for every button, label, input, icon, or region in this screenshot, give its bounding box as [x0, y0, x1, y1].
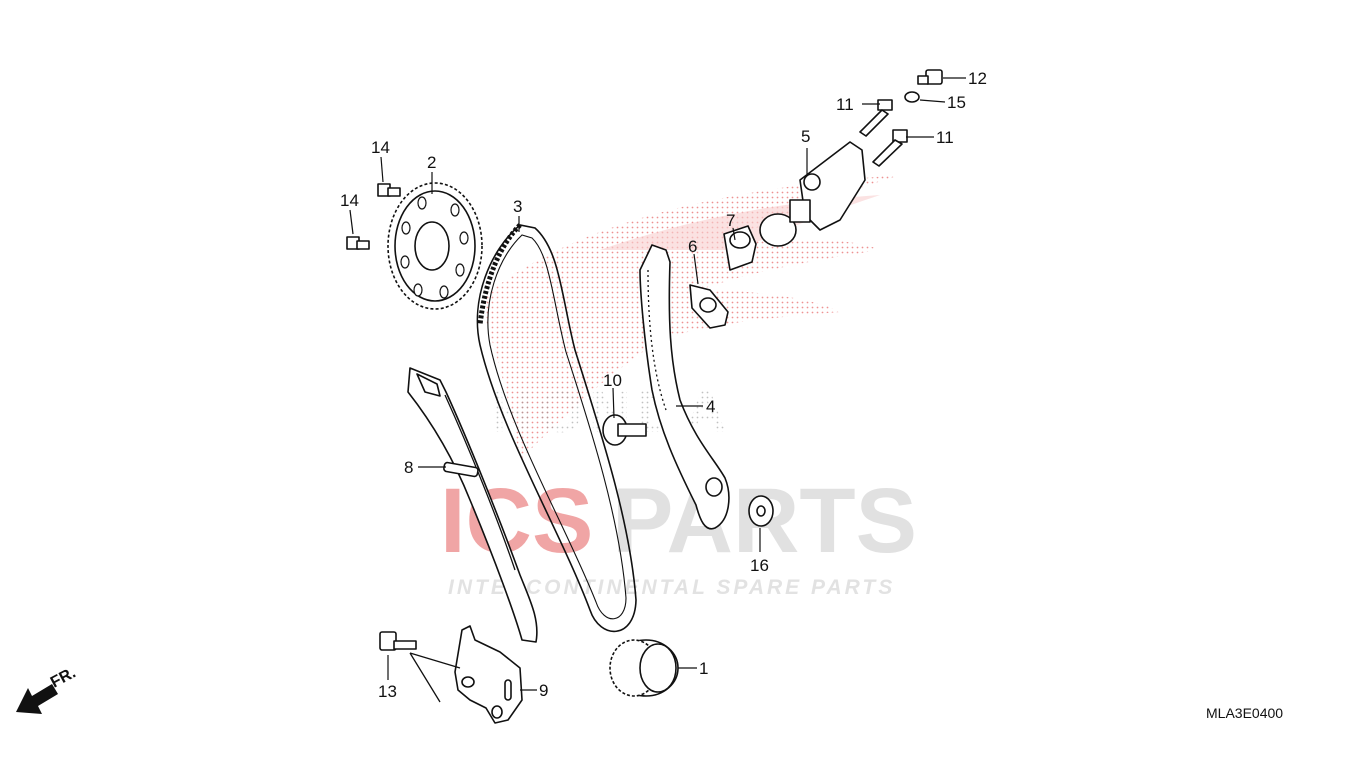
sealing-washer-part [904, 91, 920, 103]
callout-14-lower: 14 [340, 191, 359, 210]
callout-13: 13 [378, 682, 397, 701]
cam-chain-guide-part [407, 367, 538, 643]
diagram-code: MLA3E0400 [1206, 705, 1283, 721]
callout-2: 2 [427, 153, 436, 172]
callout-1: 1 [699, 659, 708, 678]
tensioner-arm-part [639, 244, 730, 530]
leader-lines [349, 77, 966, 691]
front-direction-indicator: FR. [16, 664, 79, 714]
tensioner-part [759, 141, 866, 247]
callout-11-upper: 11 [836, 95, 854, 114]
pivot-bolt-part [602, 414, 647, 446]
front-arrow-icon [16, 684, 58, 714]
callout-12: 12 [968, 69, 987, 88]
callout-11-lower: 11 [936, 128, 954, 147]
washer-part [748, 495, 774, 527]
tensioner-bolt-lower [872, 129, 908, 167]
callout-14-upper: 14 [371, 138, 390, 157]
sprocket-bolt-lower [346, 236, 370, 250]
cam-sprocket-part [387, 182, 483, 310]
callout-8: 8 [404, 458, 413, 477]
tensioner-gasket-part [689, 284, 729, 329]
svg-text:INTERCONTINENTAL SPARE PARTS: INTERCONTINENTAL SPARE PARTS [448, 576, 895, 599]
tensioner-bolt-upper [859, 99, 893, 137]
callout-labels: 2 3 4 5 6 7 8 9 10 11 11 12 13 14 14 15 … [340, 69, 987, 701]
callout-6: 6 [688, 237, 697, 256]
drive-sprocket-part [609, 639, 679, 697]
callout-5: 5 [801, 127, 810, 146]
callout-9: 9 [539, 681, 548, 700]
guide-bracket-part [454, 625, 523, 724]
bracket-bolt-part [379, 631, 461, 703]
tensioner-lifter-part [723, 225, 757, 271]
sprocket-bolt-upper [377, 183, 401, 197]
callout-16: 16 [750, 556, 769, 575]
sealing-bolt-part [917, 69, 943, 85]
callout-4: 4 [706, 397, 715, 416]
callout-10: 10 [603, 371, 622, 390]
cam-chain-part [476, 223, 637, 633]
callout-3: 3 [513, 197, 522, 216]
callout-15: 15 [947, 93, 966, 112]
callout-7: 7 [726, 211, 735, 230]
